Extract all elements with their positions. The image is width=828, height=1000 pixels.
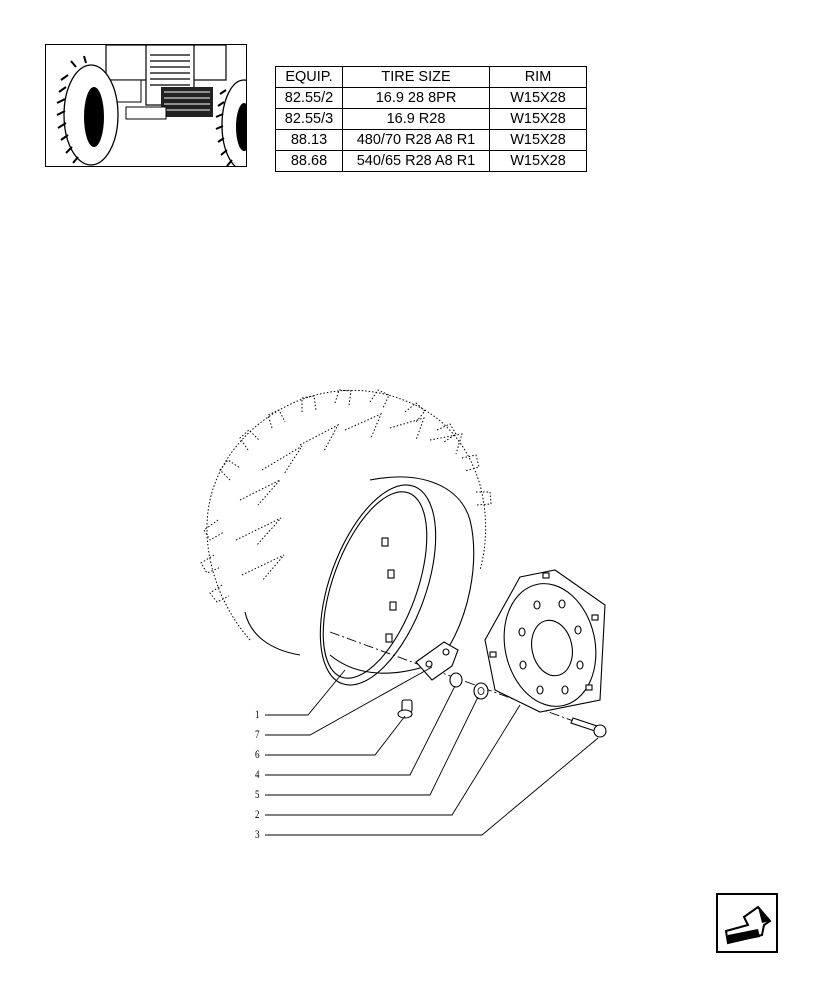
callout-number: 3 bbox=[255, 827, 260, 841]
tractor-thumbnail bbox=[45, 44, 247, 167]
cell-tire-size: 480/70 R28 A8 R1 bbox=[342, 129, 490, 151]
wheel-disc-part bbox=[484, 569, 606, 713]
tire-outline bbox=[200, 389, 492, 641]
cell-tire-size: 540/65 R28 A8 R1 bbox=[342, 150, 490, 172]
callout-number: 4 bbox=[255, 767, 260, 781]
callout-number: 6 bbox=[255, 747, 260, 761]
rim bbox=[244, 476, 475, 686]
cell-equip: 82.55/2 bbox=[275, 87, 343, 109]
cell-equip: 88.68 bbox=[275, 150, 343, 172]
callout-number: 7 bbox=[255, 727, 260, 741]
cell-rim: W15X28 bbox=[489, 129, 587, 151]
cell-rim: W15X28 bbox=[489, 150, 587, 172]
long-bolt-part bbox=[570, 717, 607, 738]
table-header-row: EQUIP. TIRE SIZE RIM bbox=[275, 66, 587, 88]
table-row: 82.55/3 16.9 R28 W15X28 bbox=[275, 108, 587, 130]
small-bolt-part bbox=[397, 699, 413, 719]
axis-line bbox=[329, 631, 599, 731]
cell-rim: W15X28 bbox=[489, 87, 587, 109]
cell-equip: 82.55/3 bbox=[275, 108, 343, 130]
callout-number: 2 bbox=[255, 807, 260, 821]
leader-lines bbox=[265, 666, 599, 836]
cell-tire-size: 16.9 R28 bbox=[342, 108, 490, 130]
next-page-button[interactable] bbox=[716, 893, 778, 953]
callout-number: 1 bbox=[255, 707, 260, 721]
cell-tire-size: 16.9 28 8PR bbox=[342, 87, 490, 109]
wheel-exploded-diagram bbox=[200, 389, 607, 836]
tractor-wheels-icon bbox=[56, 45, 246, 166]
table-row: 82.55/2 16.9 28 8PR W15X28 bbox=[275, 87, 587, 109]
cell-equip: 88.13 bbox=[275, 129, 343, 151]
header-rim: RIM bbox=[489, 66, 587, 88]
header-equip: EQUIP. bbox=[275, 66, 343, 88]
table-row: 88.13 480/70 R28 A8 R1 W15X28 bbox=[275, 129, 587, 151]
header-tire-size: TIRE SIZE bbox=[342, 66, 490, 88]
next-page-arrow-icon bbox=[724, 905, 772, 945]
tire-spec-table: EQUIP. TIRE SIZE RIM 82.55/2 16.9 28 8PR… bbox=[275, 66, 587, 172]
washer-part bbox=[473, 682, 489, 700]
callout-number: 5 bbox=[255, 787, 260, 801]
cell-rim: W15X28 bbox=[489, 108, 587, 130]
table-row: 88.68 540/65 R28 A8 R1 W15X28 bbox=[275, 150, 587, 172]
washer-part bbox=[449, 672, 463, 688]
